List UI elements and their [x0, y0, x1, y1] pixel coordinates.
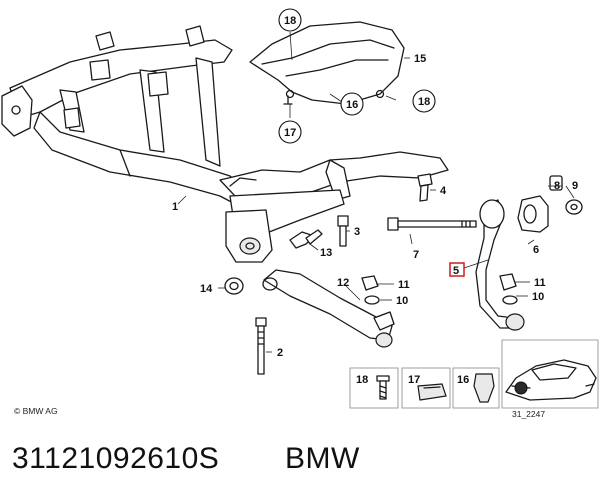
location-marker-icon [514, 381, 528, 395]
callout-10-left: 10 [396, 295, 408, 307]
control-arm-12 [262, 269, 395, 348]
callout-8: 8 [554, 180, 560, 192]
callout-12: 12 [337, 277, 349, 289]
callout-15: 15 [414, 53, 426, 65]
bolt-3 [337, 215, 349, 247]
callout-9: 9 [572, 180, 578, 192]
callout-3: 3 [354, 226, 360, 238]
sleeve-8 [549, 175, 563, 191]
callout-2: 2 [277, 347, 283, 359]
callout-10-right: 10 [532, 291, 544, 303]
legend-small-parts: 18 17 16 [349, 367, 500, 409]
washer-10-right [502, 295, 518, 305]
washer-10-left [364, 295, 380, 305]
callout-11-left: 11 [398, 279, 410, 291]
car-location-inset: 31_2247 [501, 339, 599, 419]
callout-11-right: 11 [534, 277, 546, 289]
copyright-text: © BMW AG [14, 406, 58, 416]
callout-18-top: 18 [284, 15, 296, 27]
footer-make: BMW [285, 442, 360, 475]
drawing-code: 31_2247 [512, 409, 545, 419]
legend-17: 17 [408, 374, 420, 386]
legend-18: 18 [356, 374, 368, 386]
splash-shield [249, 21, 405, 105]
callouts: 1 2 3 4 6 7 8 9 10 10 11 11 12 13 14 15 … [172, 8, 578, 359]
callout-1: 1 [172, 201, 178, 213]
bushing-6 [517, 195, 549, 233]
bolt-2 [255, 317, 267, 375]
tension-strut-5 [475, 199, 525, 331]
callout-4: 4 [440, 185, 447, 197]
parts-diagram: 1 2 3 4 6 7 8 9 10 10 11 11 12 13 14 15 … [1, 8, 599, 419]
callout-7: 7 [413, 249, 419, 261]
bolt-7 [387, 217, 477, 231]
callout-13: 13 [320, 247, 332, 259]
bolt-13 [289, 229, 323, 249]
callout-6: 6 [533, 244, 539, 256]
front-axle-subframe [1, 25, 449, 263]
bushing-14 [224, 277, 244, 295]
callout-17: 17 [284, 127, 296, 139]
washer-9 [565, 199, 583, 215]
callout-5: 5 [453, 265, 459, 277]
callout-14: 14 [200, 283, 213, 295]
nut-11-right [499, 273, 517, 291]
legend-16: 16 [457, 374, 469, 386]
footer-part-number: 31121092610S [12, 442, 220, 475]
nut-11-left [361, 275, 379, 291]
leader-lines [177, 31, 575, 353]
callout-18-right: 18 [418, 96, 430, 108]
bolt-4 [417, 173, 433, 202]
callout-16: 16 [346, 99, 358, 111]
callout-5-box [449, 262, 465, 277]
